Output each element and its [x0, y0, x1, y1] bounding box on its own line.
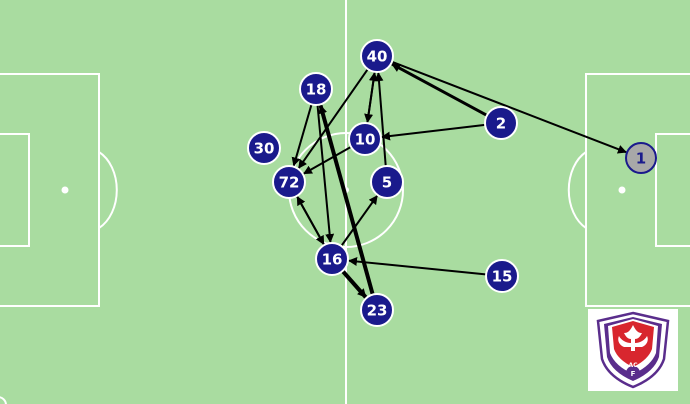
left-corner-arc — [0, 396, 7, 404]
player-node-40[interactable]: 40 — [360, 39, 394, 73]
pass-arrow-40-to-72 — [297, 66, 370, 169]
right-six-yard-box — [655, 133, 690, 247]
right-penalty-arc — [567, 151, 587, 229]
player-number-10: 10 — [355, 131, 376, 149]
player-circle-16 — [315, 242, 349, 276]
player-circle-23 — [360, 293, 394, 327]
pass-arrow-18-to-72 — [291, 102, 314, 167]
pass-arrow-18-to-16 — [316, 102, 335, 243]
player-node-5[interactable]: 5 — [370, 165, 404, 199]
player-number-16: 16 — [322, 251, 343, 269]
fiorentina-crest-icon: AC F — [596, 311, 670, 389]
player-node-72[interactable]: 72 — [272, 165, 306, 199]
player-nodes: 40 18 2 30 10 1 72 5 16 15 23 — [247, 39, 657, 327]
player-circle-15 — [485, 259, 519, 293]
left-penalty-arc — [98, 151, 118, 229]
player-number-15: 15 — [492, 268, 513, 286]
club-logo: AC F — [588, 309, 678, 391]
player-node-23[interactable]: 23 — [360, 293, 394, 327]
player-circle-1 — [625, 142, 657, 174]
player-number-2: 2 — [496, 115, 506, 133]
player-node-1[interactable]: 1 — [625, 142, 657, 174]
pass-arrow-40-to-1 — [389, 60, 627, 154]
player-circle-5 — [370, 165, 404, 199]
player-node-18[interactable]: 18 — [299, 72, 333, 106]
right-penalty-spot — [618, 186, 626, 194]
player-number-72: 72 — [279, 174, 300, 192]
player-circle-10 — [348, 122, 382, 156]
left-six-yard-box — [0, 133, 30, 247]
player-number-30: 30 — [254, 140, 275, 158]
player-circle-2 — [484, 106, 518, 140]
player-node-16[interactable]: 16 — [315, 242, 349, 276]
player-circle-40 — [360, 39, 394, 73]
right-penalty-box — [585, 73, 690, 307]
pass-arrows — [291, 60, 627, 299]
player-node-30[interactable]: 30 — [247, 131, 281, 165]
pass-arrow-10-to-40 — [366, 71, 378, 126]
player-circle-30 — [247, 131, 281, 165]
player-circle-72 — [272, 165, 306, 199]
left-penalty-box — [0, 73, 100, 307]
pass-arrow-2-to-10 — [380, 123, 488, 141]
player-number-40: 40 — [367, 48, 388, 66]
pass-arrow-16-to-23 — [339, 268, 368, 299]
crest-top-letters: AC — [628, 362, 638, 369]
left-penalty-spot — [61, 186, 69, 194]
pass-arrow-15-to-16 — [348, 257, 489, 276]
pass-arrow-5-to-40 — [374, 72, 387, 169]
pass-arrow-23-to-18 — [318, 104, 376, 298]
pass-arrow-16-to-5 — [339, 195, 378, 249]
pass-arrow-2-to-40 — [391, 62, 490, 118]
player-number-5: 5 — [382, 174, 392, 192]
player-circle-18 — [299, 72, 333, 106]
player-number-23: 23 — [367, 302, 388, 320]
player-node-2[interactable]: 2 — [484, 106, 518, 140]
pass-arrow-10-to-72 — [303, 145, 354, 175]
crest-bottom-letter: F — [631, 370, 636, 378]
player-number-18: 18 — [306, 81, 327, 99]
pass-arrow-72-to-16 — [294, 193, 325, 245]
player-node-15[interactable]: 15 — [485, 259, 519, 293]
player-number-1: 1 — [636, 150, 646, 168]
player-node-10[interactable]: 10 — [348, 122, 382, 156]
